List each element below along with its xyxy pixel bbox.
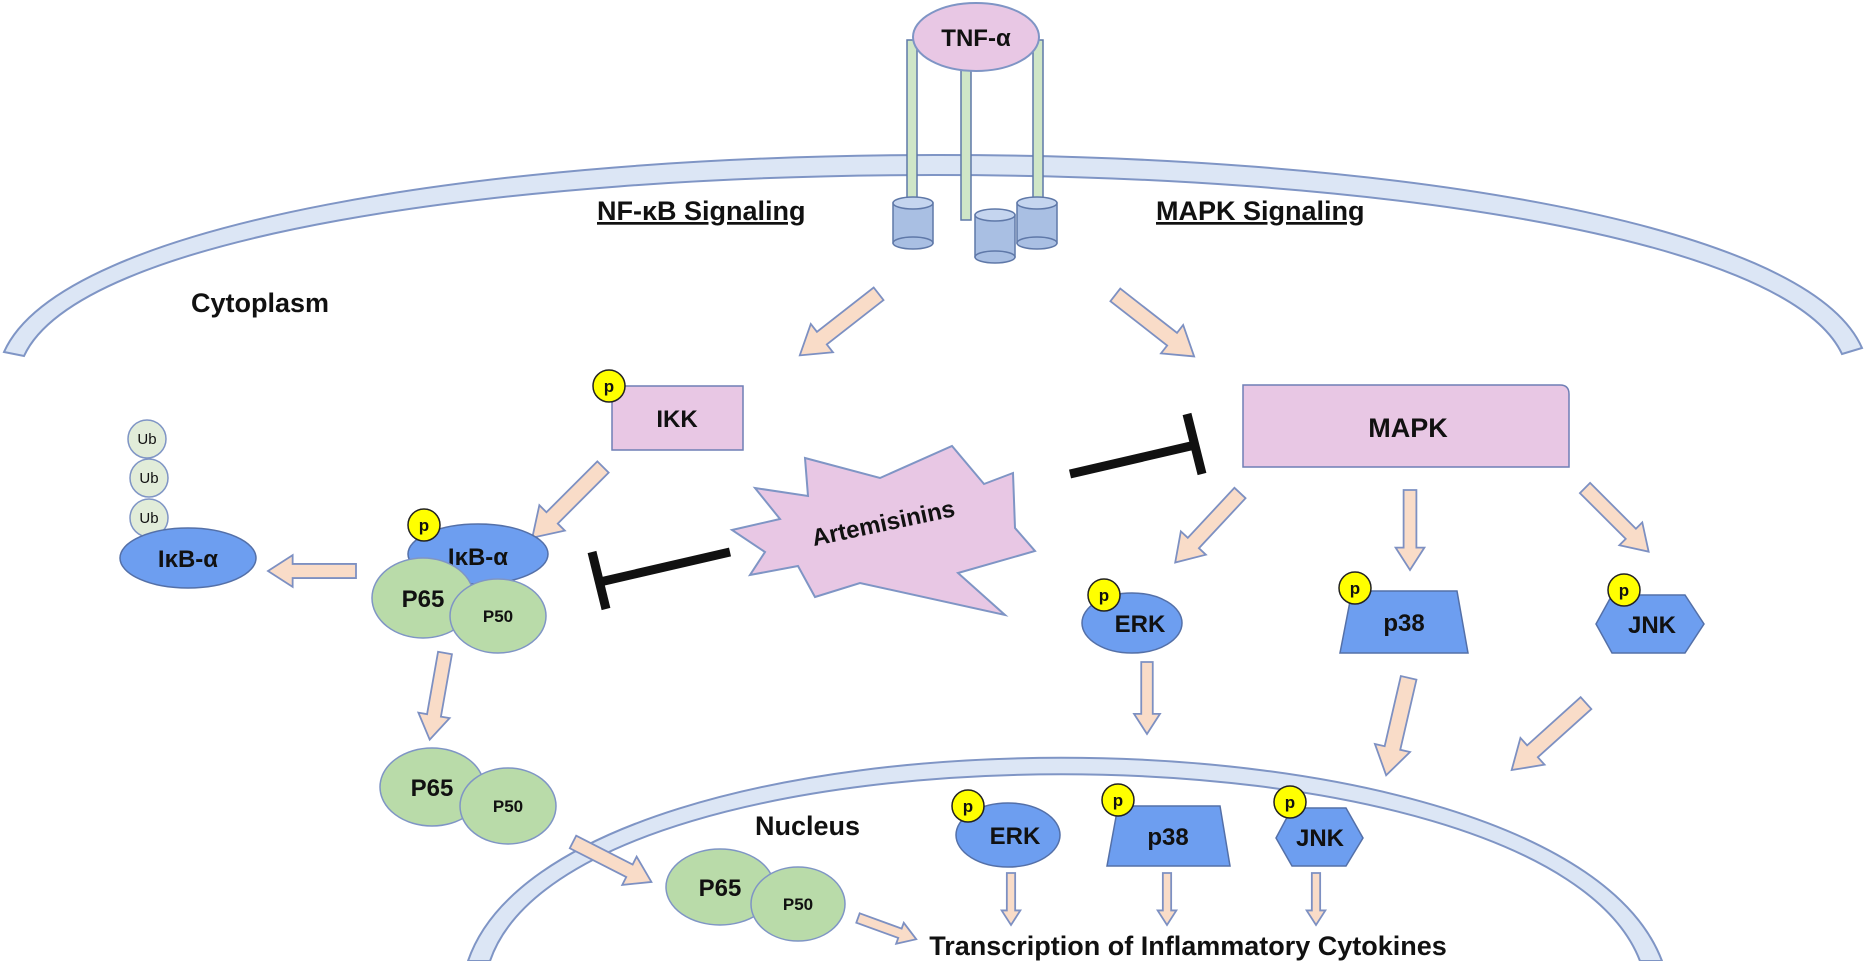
ub-label: Ub	[139, 510, 158, 527]
p65-label: P65	[699, 875, 742, 902]
arrow-erk-to-nucleus	[1133, 661, 1161, 735]
arrow-nuclear-p38-to-transcription	[1156, 872, 1178, 926]
phospho-marker: p	[951, 789, 985, 823]
nfkb-signaling-heading: NF-κB Signaling	[597, 196, 806, 226]
cytoplasm-label: Cytoplasm	[191, 288, 329, 318]
phospho-marker: p	[1087, 578, 1121, 612]
ubiquitin-chain: Ub Ub Ub	[127, 419, 169, 538]
arrow-ikba-release	[267, 554, 357, 588]
erk-label: ERK	[1115, 611, 1166, 638]
phospho-marker: p	[1273, 785, 1307, 819]
p50-label: P50	[493, 797, 523, 816]
jnk-cytoplasm: JNK p	[1595, 573, 1705, 654]
arrow-p38-to-nucleus	[1367, 672, 1428, 781]
ikk-label: IKK	[656, 406, 698, 433]
p38-nucleus: p38 p	[1101, 783, 1231, 867]
phospho-marker: p	[1101, 783, 1135, 817]
ikba-p65-p50-complex: IκB-α p P65 P50	[371, 508, 549, 654]
ub-label: Ub	[137, 431, 156, 448]
nucleus-label: Nucleus	[755, 811, 860, 841]
phospho-marker: p	[1607, 573, 1641, 607]
ikba-label: IκB-α	[448, 544, 508, 571]
phospho-marker: p	[592, 369, 626, 403]
erk-label: ERK	[990, 823, 1041, 850]
arrow-mapk-to-p38	[1394, 489, 1426, 571]
inhibition-of-mapk	[1068, 412, 1207, 479]
nuclear-membrane	[466, 756, 1664, 961]
receptor-cylinder	[892, 196, 934, 250]
erk-cytoplasm: ERK p	[1081, 578, 1183, 654]
phospho-label: p	[963, 797, 973, 816]
ikba-free-label: IκB-α	[158, 546, 218, 573]
p38-label: p38	[1147, 824, 1188, 851]
tnf-alpha-label: TNF-α	[941, 25, 1011, 52]
jnk-nucleus: JNK p	[1273, 785, 1364, 867]
p50-label: P50	[483, 607, 513, 626]
ikk-node: IKK p	[592, 369, 744, 451]
arrow-nuclear-p65p50-to-transcription	[853, 906, 921, 951]
mapk-node: MAPK	[1242, 384, 1570, 468]
mapk-signaling-heading: MAPK Signaling	[1156, 196, 1365, 226]
p65-label: P65	[411, 775, 454, 802]
cell-membrane	[2, 154, 1864, 358]
phospho-label: p	[419, 516, 429, 535]
phospho-label: p	[1099, 586, 1109, 605]
receptor-cylinder	[974, 208, 1016, 264]
p65-p50-dimer-nucleus: P65 P50	[665, 848, 846, 942]
arrow-p65p50-release	[413, 649, 462, 744]
p50-label: P50	[783, 895, 813, 914]
p38-label: p38	[1383, 610, 1424, 637]
phospho-label: p	[1113, 791, 1123, 810]
tnf-receptor	[892, 39, 1058, 264]
jnk-label: JNK	[1628, 612, 1677, 639]
arrow-receptor-to-ikk	[786, 277, 892, 372]
receptor-cylinder	[1016, 196, 1058, 250]
inhibition-of-ikba	[587, 547, 732, 611]
phospho-label: p	[1285, 793, 1295, 812]
phospho-marker: p	[407, 508, 441, 542]
artemisinins-node: Artemisinins	[729, 444, 1037, 617]
arrow-nuclear-jnk-to-transcription	[1305, 872, 1327, 926]
transcription-label: Transcription of Inflammatory Cytokines	[929, 931, 1447, 961]
arrow-receptor-to-mapk	[1102, 278, 1208, 373]
arrow-mapk-to-erk	[1161, 480, 1254, 576]
ubiquitinated-ikba: Ub Ub Ub IκB-α	[119, 419, 257, 589]
phospho-label: p	[604, 377, 614, 396]
tnf-alpha-ligand: TNF-α	[912, 2, 1040, 72]
ub-label: Ub	[139, 470, 158, 487]
arrow-mapk-to-jnk	[1572, 475, 1661, 564]
phospho-label: p	[1619, 581, 1629, 600]
arrow-jnk-to-nucleus	[1497, 687, 1600, 786]
p65-p50-dimer-cytoplasm: P65 P50	[379, 747, 557, 845]
mapk-label: MAPK	[1368, 413, 1448, 443]
jnk-label: JNK	[1296, 825, 1345, 852]
phospho-marker: p	[1338, 571, 1372, 605]
erk-nucleus: ERK p	[951, 789, 1061, 868]
arrow-nuclear-erk-to-transcription	[1000, 872, 1022, 926]
phospho-label: p	[1350, 579, 1360, 598]
p65-label: P65	[402, 586, 445, 613]
p38-cytoplasm: p38 p	[1338, 571, 1469, 654]
